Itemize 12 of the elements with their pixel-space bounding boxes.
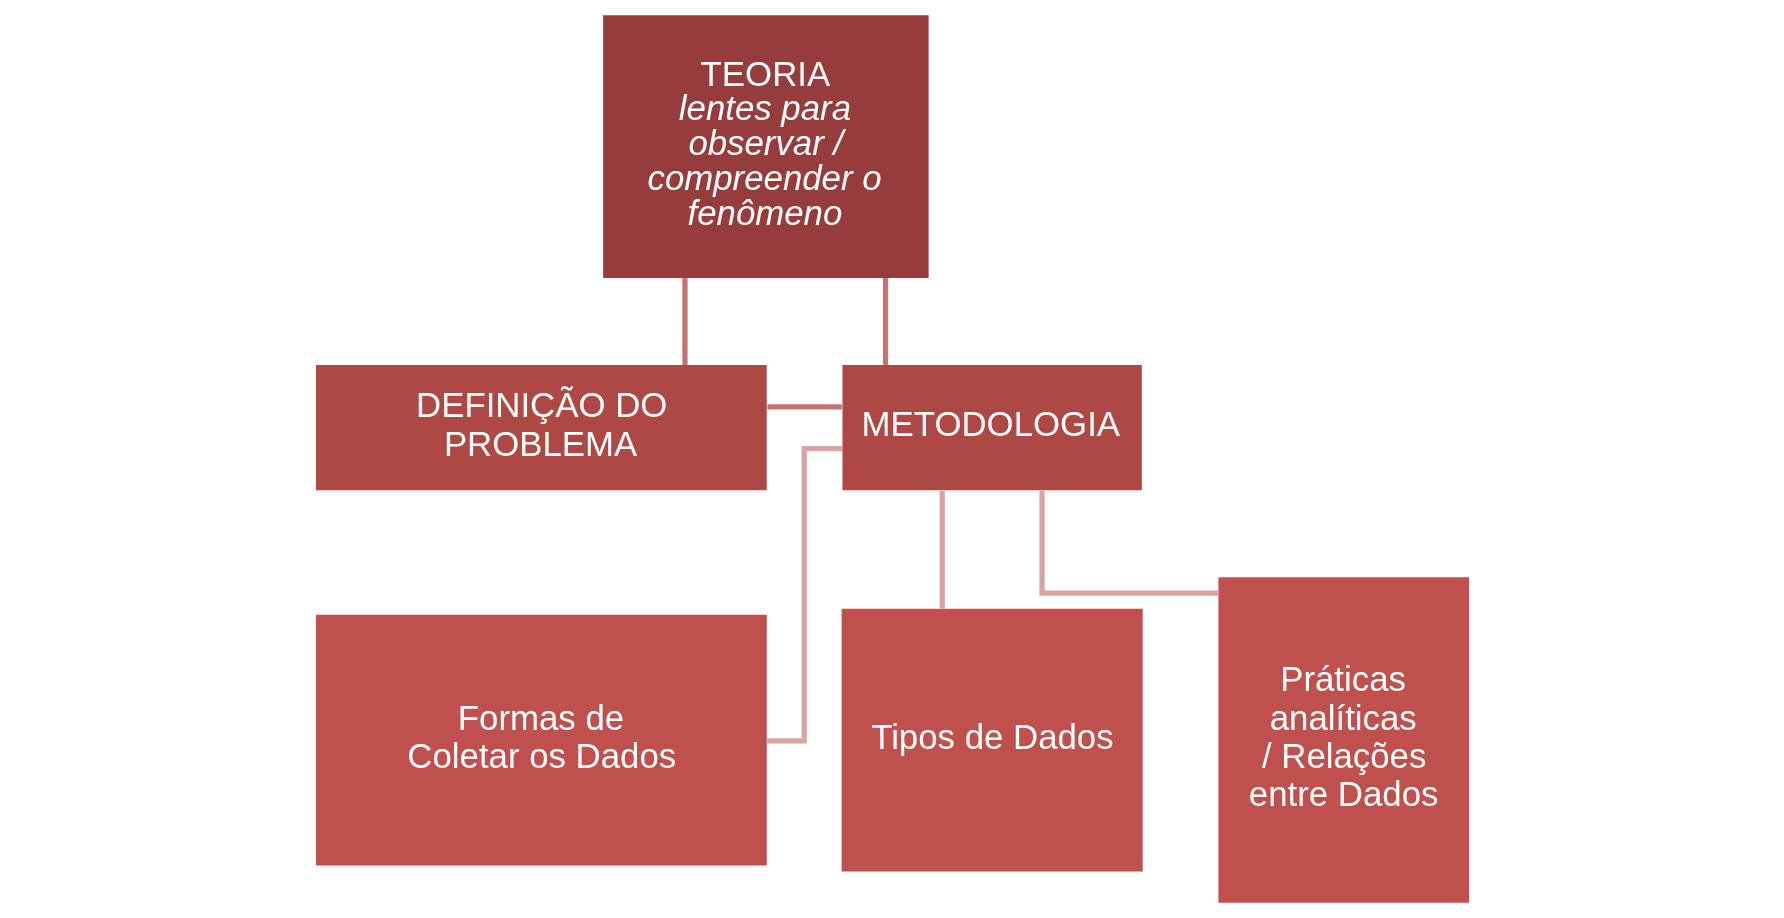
node-box: Formas de Coletar os Dados (315, 614, 767, 866)
node-box: Tipos de Dados (841, 608, 1143, 872)
connector (882, 278, 888, 365)
connector (766, 404, 842, 410)
connector (1038, 490, 1218, 596)
connector (939, 490, 945, 609)
node-box: TEORIA lentes para observar / compreender o fenômeno (602, 15, 929, 278)
connector (681, 278, 688, 365)
connector (766, 445, 842, 744)
node-box: DEFINIÇÃO DO PROBLEMA (315, 365, 767, 491)
node-box: Práticas analíticas / Relações entre Dados (1217, 577, 1469, 903)
node-box: METODOLOGIA (841, 365, 1142, 491)
